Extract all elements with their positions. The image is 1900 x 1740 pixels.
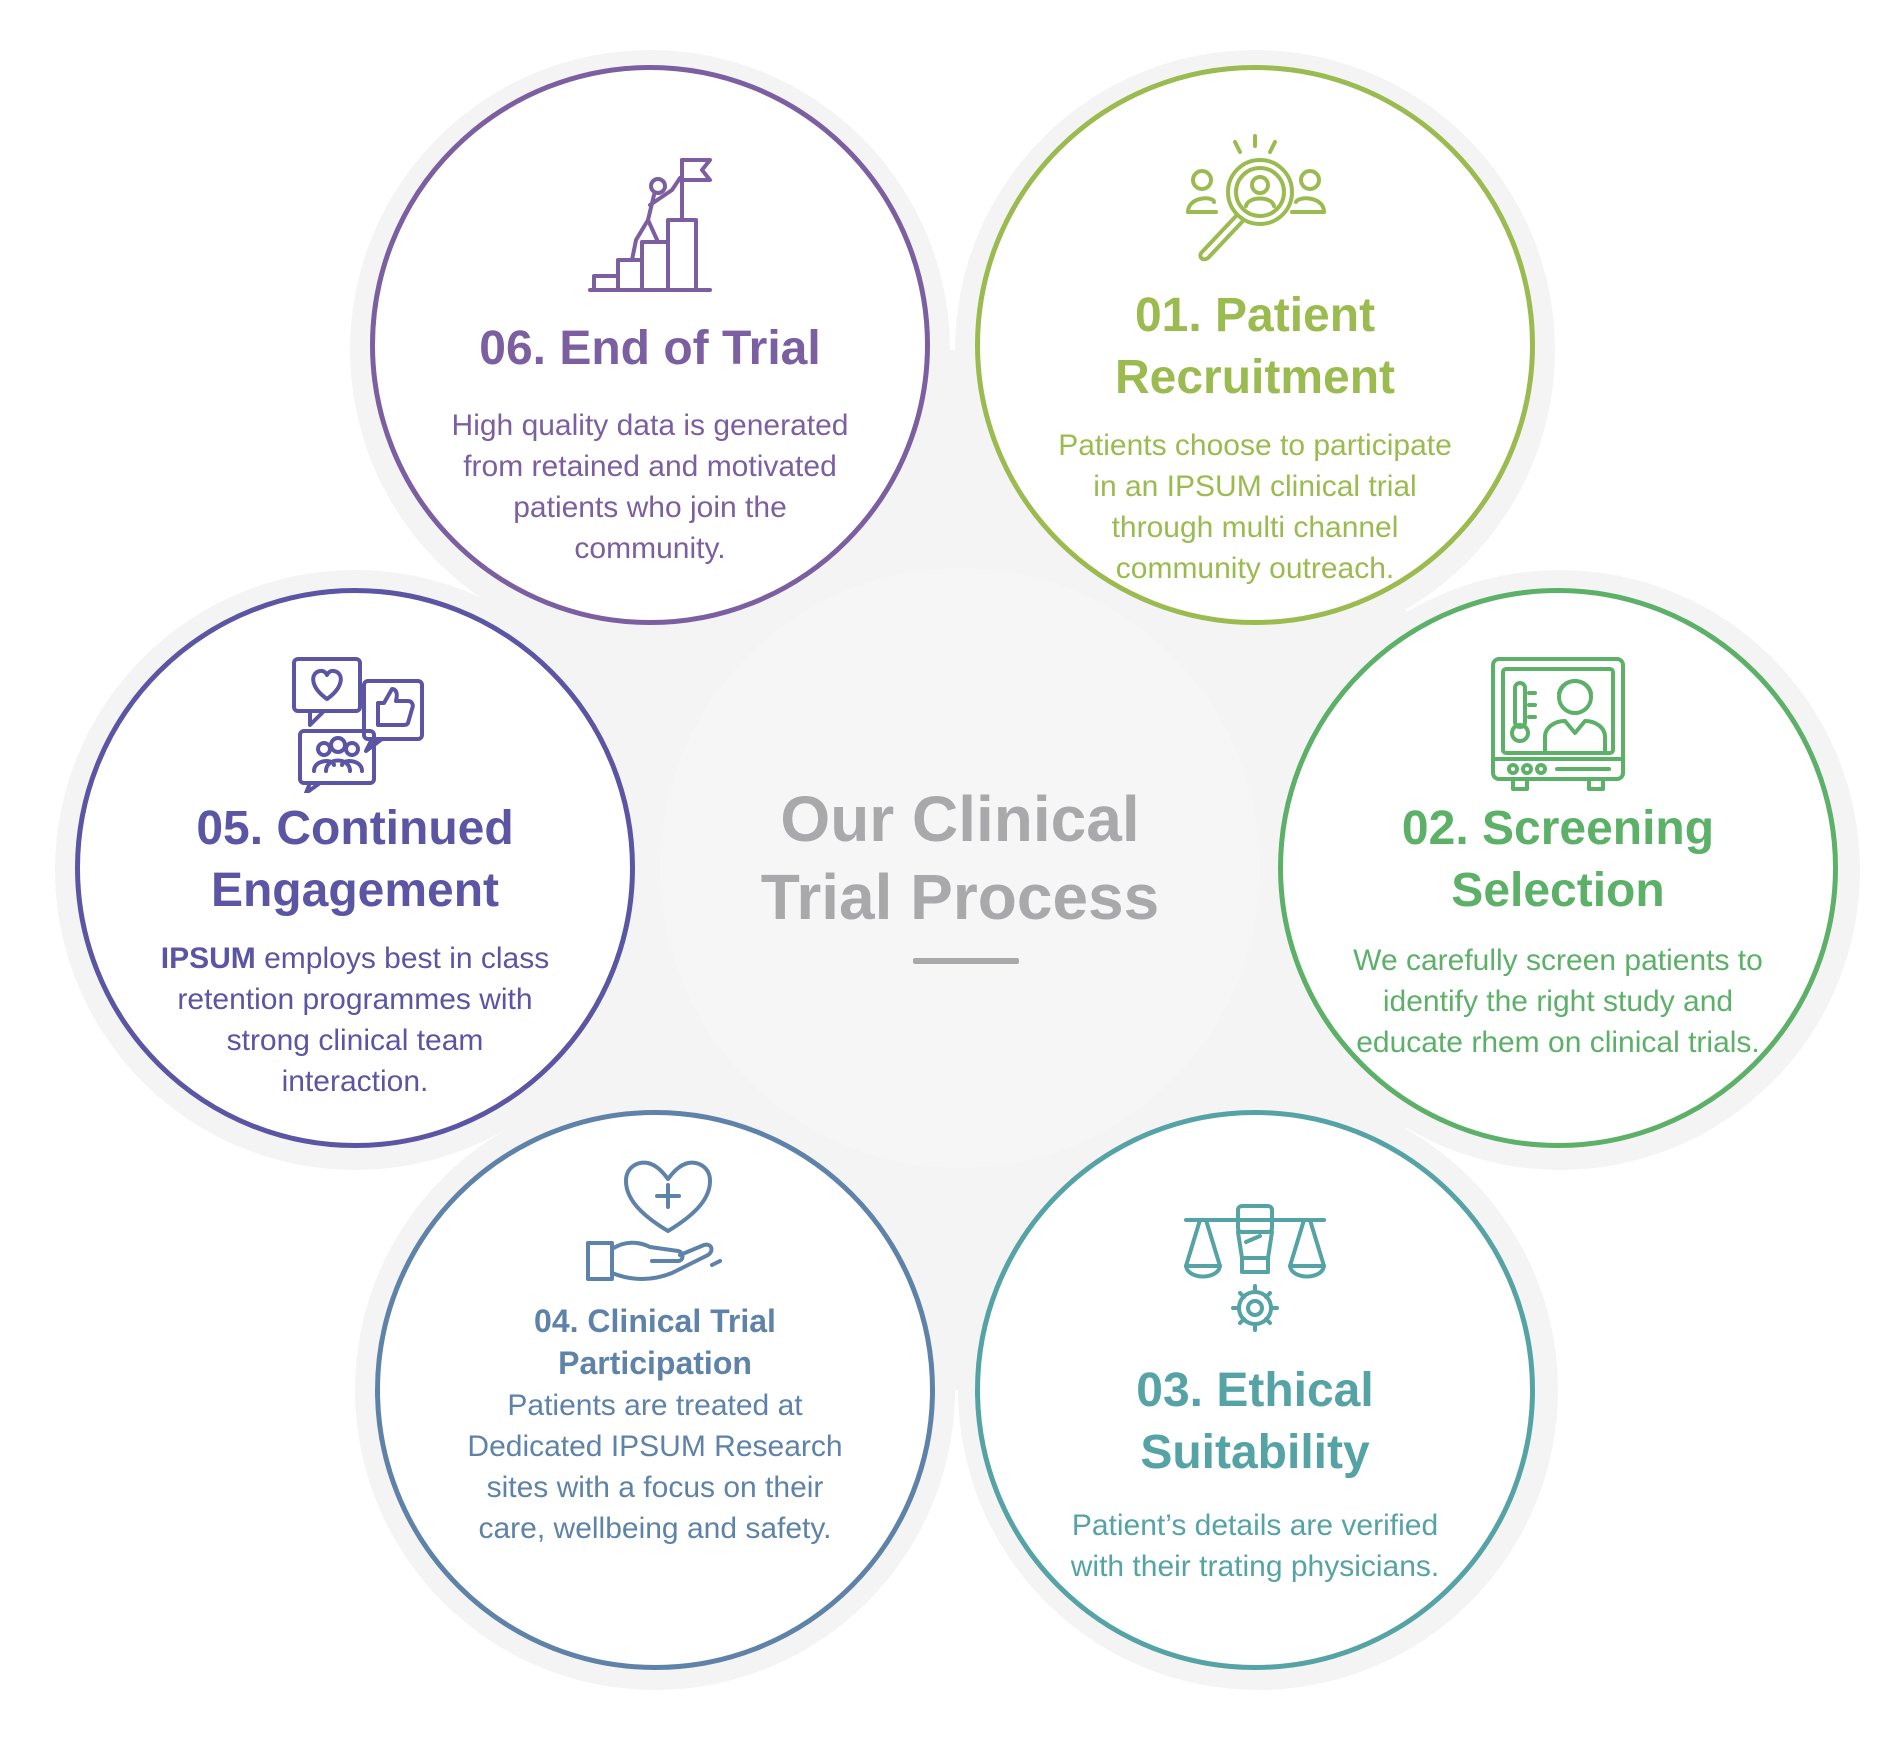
- step-03-ethical-suitability: 03. Ethical Suitability Patient’s detail…: [975, 1110, 1535, 1670]
- step-04-title: 04. Clinical Trial Participation: [420, 1300, 890, 1384]
- step-02-title-line1: 02. Screening: [1401, 802, 1715, 855]
- step-05-body-brand: IPSUM: [160, 942, 256, 975]
- step-02-screening-selection: 02. Screening Selection We carefully scr…: [1278, 588, 1838, 1148]
- step-01-title: 01. Patient Recruitment: [1020, 285, 1490, 409]
- center-title-line1: Our Clinical: [780, 783, 1140, 855]
- hand-heart-icon: [586, 1160, 722, 1281]
- step-05-title-line1: 05. Continued: [196, 802, 514, 855]
- step-03-body: Patient’s details are verified with thei…: [1070, 1509, 1440, 1583]
- step-02-title-line2: Selection: [1451, 864, 1665, 917]
- step-04-body: Patients are treated at Dedicated IPSUM …: [467, 1389, 843, 1545]
- step-05-body-text: employs best in class retention programm…: [177, 942, 550, 1098]
- step-01-patient-recruitment: 01. Patient Recruitment Patients choose …: [975, 65, 1535, 625]
- step-06-body: High quality data is generated from reta…: [451, 409, 849, 565]
- step-06-end-of-trial: 06. End of Trial High quality data is ge…: [370, 65, 930, 625]
- center-title-line2: Trial Process: [760, 861, 1160, 933]
- scales-fist-gear-icon: [1184, 1204, 1326, 1332]
- step-01-title-line2: Recruitment: [1114, 351, 1396, 404]
- center-disc: [660, 568, 1260, 1168]
- step-06-title-line1: 06. End of Trial: [479, 322, 821, 375]
- step-05-body: IPSUM employs best in class retention pr…: [150, 938, 560, 1102]
- center-title: Our Clinical Trial Process: [680, 780, 1240, 936]
- climber-flag-icon: [588, 158, 712, 292]
- step-03-title-line2: Suitability: [1140, 1426, 1370, 1479]
- step-03-title-line1: 03. Ethical: [1136, 1364, 1374, 1417]
- social-chat-icon: [292, 657, 424, 793]
- step-02-body: We carefully screen patients to identify…: [1353, 944, 1763, 1059]
- step-03-title: 03. Ethical Suitability: [1020, 1360, 1490, 1484]
- step-02-title: 02. Screening Selection: [1323, 798, 1793, 922]
- step-05-title: 05. Continued Engagement: [120, 798, 590, 922]
- step-04-clinical-trial-participation: 04. Clinical Trial Participation Patient…: [375, 1110, 935, 1670]
- step-05-continued-engagement: 05. Continued Engagement IPSUM employs b…: [75, 588, 635, 1148]
- step-04-title-line2: Participation: [558, 1345, 752, 1381]
- magnifier-people-icon: [1186, 134, 1326, 262]
- step-04-title-line1: 04. Clinical Trial: [534, 1303, 776, 1339]
- step-01-title-line1: 01. Patient: [1134, 289, 1376, 342]
- step-01-body: Patients choose to participate in an IPS…: [1058, 429, 1452, 585]
- step-05-title-line2: Engagement: [210, 864, 500, 917]
- monitor-patient-icon: [1491, 657, 1625, 791]
- center-divider: [913, 958, 1019, 964]
- step-06-title: 06. End of Trial: [415, 320, 885, 378]
